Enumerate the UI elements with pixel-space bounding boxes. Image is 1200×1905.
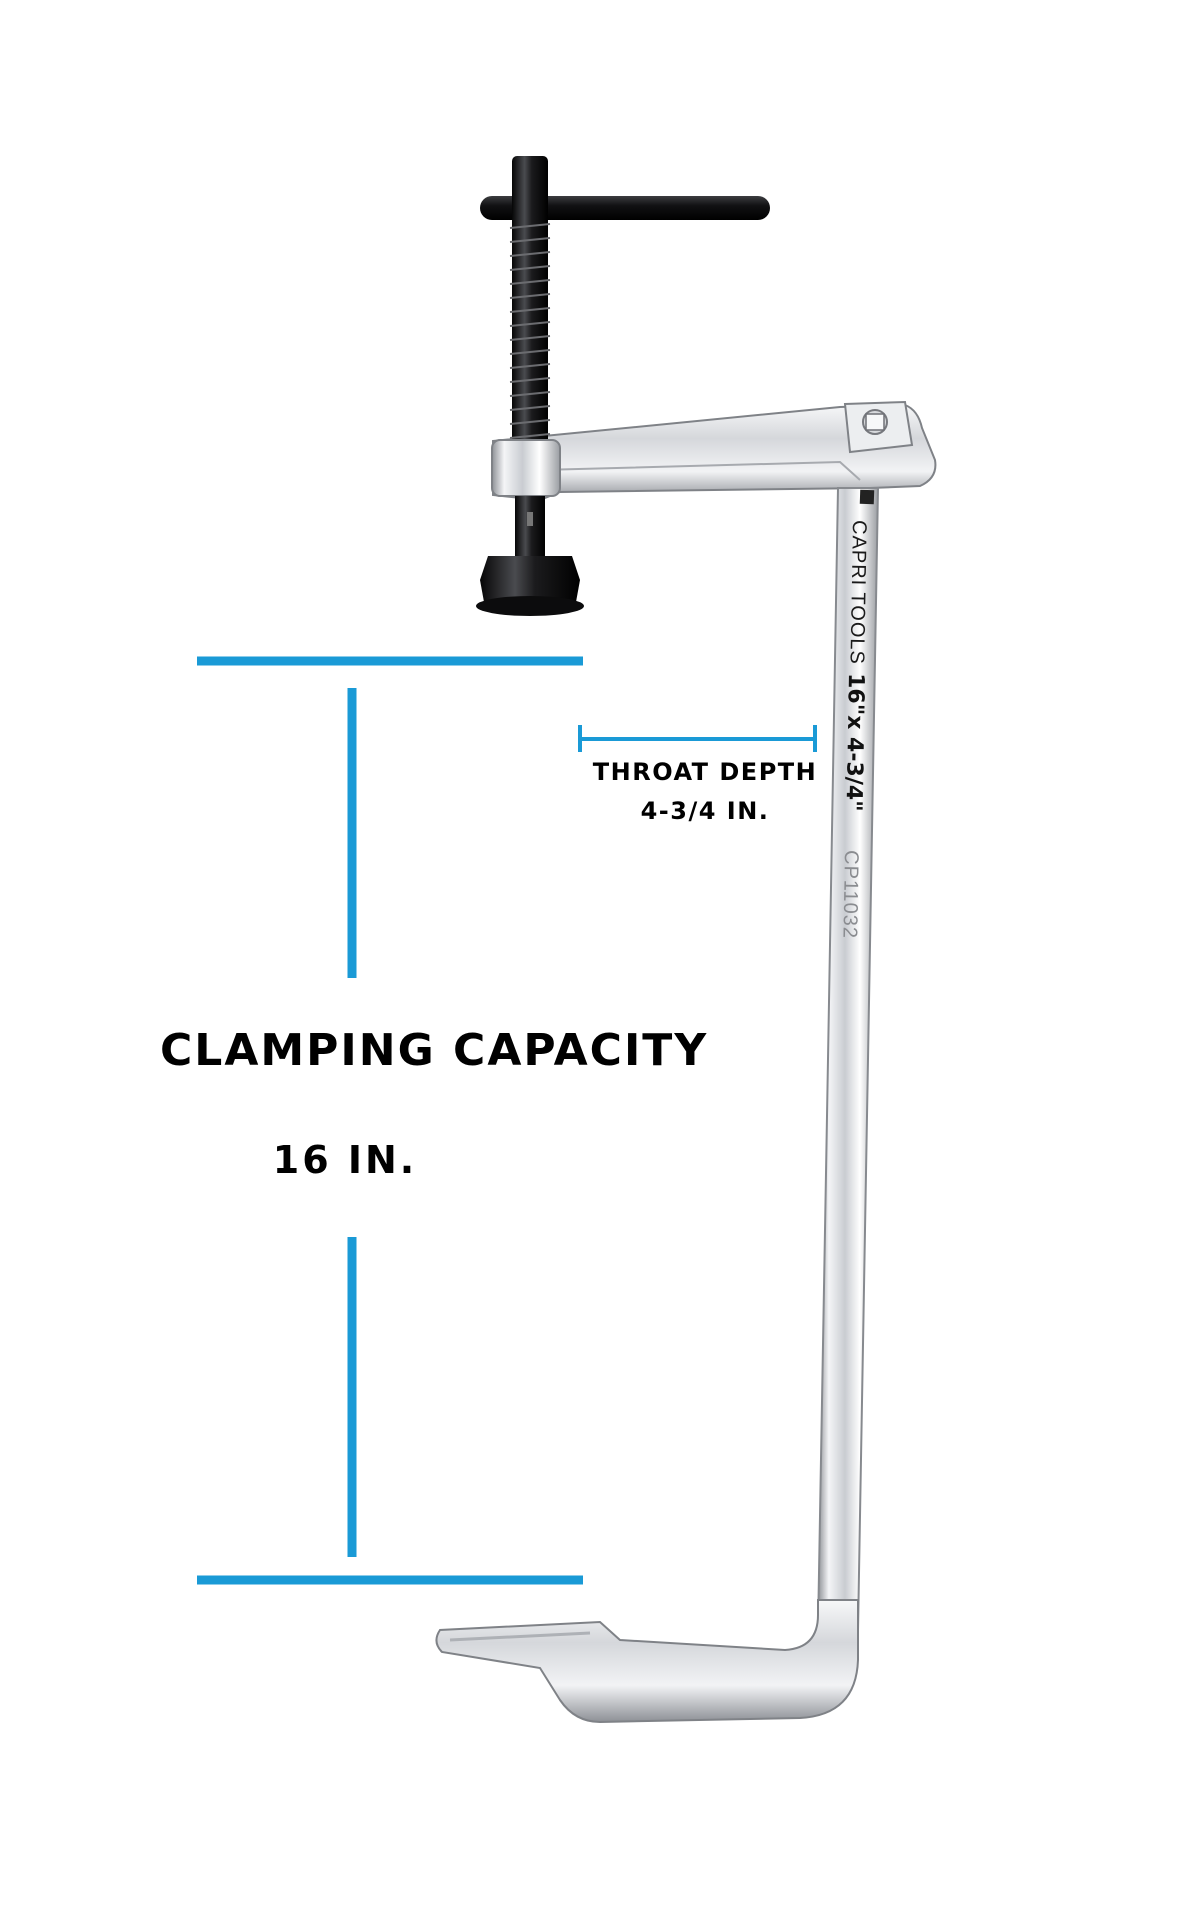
clamping-capacity-value: 16 IN.: [272, 1138, 418, 1182]
brand-logo-icon: [859, 489, 875, 505]
bar-size-text: 16"x 4-3/4": [841, 673, 868, 812]
throat-depth-dimension: [578, 725, 817, 752]
screw-assembly: [476, 156, 770, 616]
swivel-pad: [480, 556, 580, 602]
lower-jaw: [435, 1599, 859, 1724]
clamping-capacity-label: CLAMPING CAPACITY: [160, 1025, 709, 1076]
bar-model-text: CP11032: [838, 850, 862, 939]
screw-housing: [491, 439, 561, 497]
clamping-capacity-dimension: [197, 656, 583, 1585]
clamp-body: [435, 400, 937, 1724]
upper-arm: [492, 403, 937, 502]
throat-depth-value: 4-3/4 IN.: [640, 797, 770, 825]
throat-depth-label: THROAT DEPTH: [592, 758, 818, 786]
bar-brand-text: CAPRI TOOLS: [845, 520, 870, 665]
t-handle-icon: [480, 196, 770, 220]
bar-markings: CAPRI TOOLS 16"x 4-3/4" CP11032: [838, 489, 875, 939]
